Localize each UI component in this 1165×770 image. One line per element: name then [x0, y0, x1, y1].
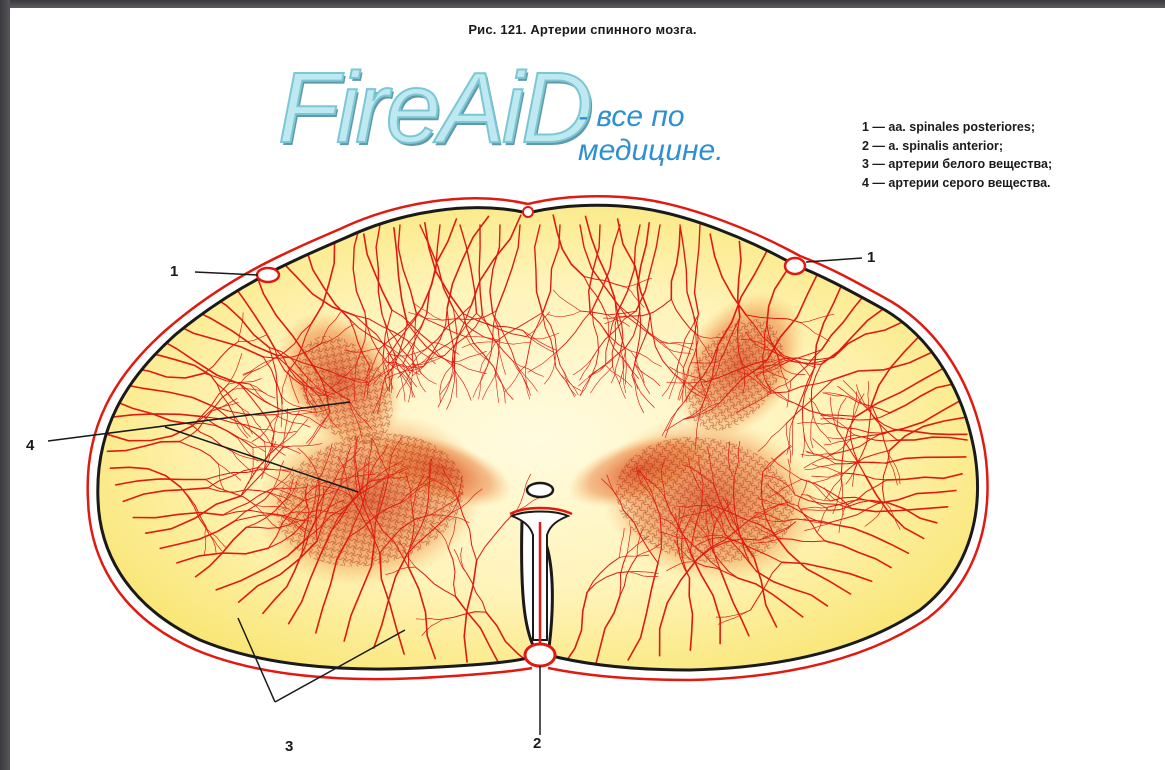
callout-label-1-right: 1: [867, 249, 875, 266]
dorsal-midline-vessel: [523, 207, 533, 217]
legend-item-2: 2 — a. spinalis anterior;: [862, 137, 1052, 156]
callout-label-1-left: 1: [170, 263, 178, 280]
watermark-logo: FireAiD: [278, 58, 590, 158]
callout-label-4: 4: [26, 437, 34, 454]
callout-label-2: 2: [533, 735, 541, 752]
central-canal: [527, 483, 553, 497]
anterior-spinal-artery: [525, 644, 555, 666]
watermark-tagline-line2: медицине.: [578, 134, 724, 168]
legend-item-1: 1 — aa. spinales posteriores;: [862, 118, 1052, 137]
posterior-spinal-artery-left: [257, 268, 279, 282]
leader-line-1-right: [806, 258, 862, 262]
posterior-spinal-artery-right: [785, 258, 805, 274]
watermark-tagline-line1: - все по: [578, 100, 724, 134]
watermark-tagline: - все по медицине.: [578, 100, 724, 167]
figure-caption: Рис. 121. Артерии спинного мозга.: [0, 22, 1165, 37]
callout-label-3: 3: [285, 738, 293, 755]
legend-item-3: 3 — артерии белого вещества;: [862, 155, 1052, 174]
legend-item-4: 4 — артерии серого вещества.: [862, 174, 1052, 193]
figure-legend: 1 — aa. spinales posteriores; 2 — a. spi…: [862, 118, 1052, 192]
